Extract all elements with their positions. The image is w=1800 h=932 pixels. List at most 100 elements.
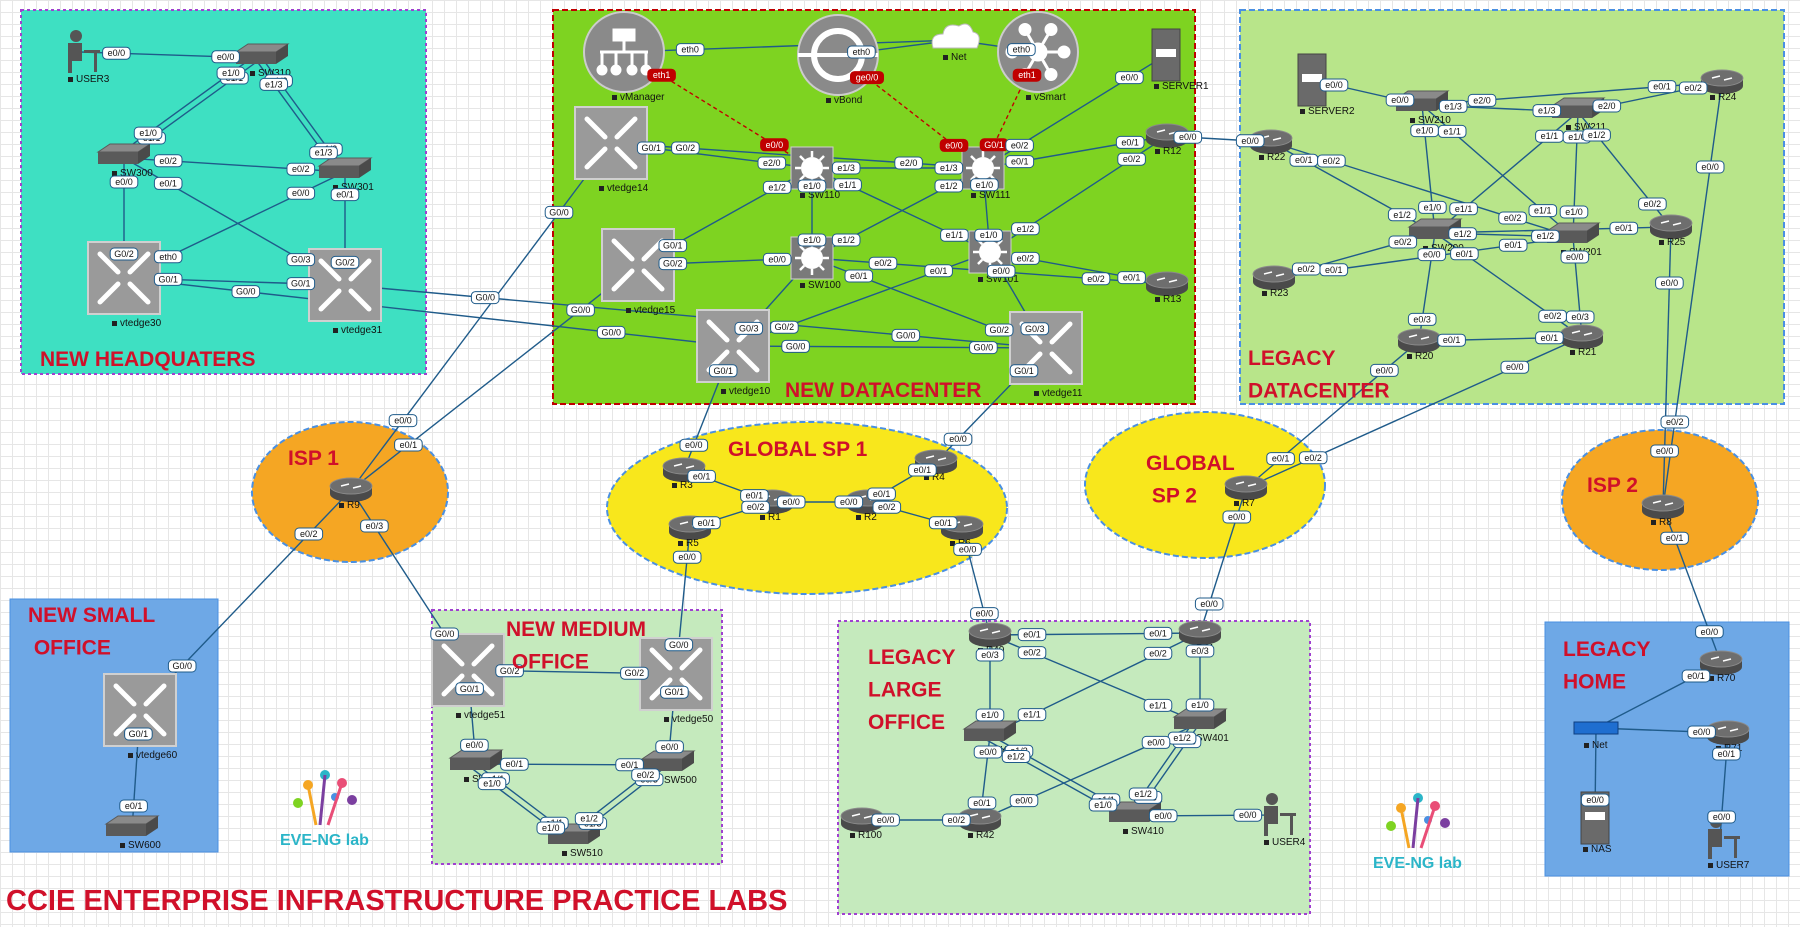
svg-text:e1/0: e1/0	[483, 779, 501, 789]
port-label: e0/0	[1417, 248, 1447, 262]
vedge-vtedge51[interactable]: vtedge51	[431, 633, 506, 721]
switch-sw600[interactable]: SW600	[104, 815, 161, 851]
device-label: R2	[856, 512, 877, 523]
port-label: e0/0	[672, 550, 702, 564]
switch-sw310[interactable]: SW310	[234, 43, 291, 79]
port-label: e0/0	[286, 186, 316, 200]
router-r25[interactable]: R25	[1649, 214, 1693, 248]
vedge-arrows-icon	[649, 647, 703, 701]
router-r20[interactable]: R20	[1397, 328, 1441, 362]
port-label: G0/2	[620, 666, 649, 680]
port-label: e0/2	[741, 500, 770, 514]
switch-icon	[104, 815, 160, 836]
port-label: e0/1	[615, 758, 644, 772]
hub-net[interactable]: Net	[1573, 721, 1619, 751]
svg-text:vManager: vManager	[620, 92, 665, 103]
switch-sw300[interactable]: SW300	[96, 143, 153, 179]
zone-title-dc: NEW DATACENTER	[785, 379, 981, 402]
svg-text:R25: R25	[1667, 237, 1686, 248]
router-r21[interactable]: R21	[1560, 324, 1604, 358]
port-label: e0/0	[679, 438, 709, 452]
server-server1[interactable]: SERVER1	[1151, 28, 1209, 92]
router-icon	[1649, 214, 1693, 239]
svg-text:SW210: SW210	[1418, 115, 1451, 126]
svg-text:e0/0: e0/0	[1121, 73, 1139, 83]
switch-sw401[interactable]: SW401	[1172, 708, 1229, 744]
vedge-arrows-icon	[318, 258, 372, 312]
device-label: vtedge14	[599, 183, 649, 194]
router-r8[interactable]: R8	[1641, 494, 1685, 528]
device-label: R7	[1234, 498, 1255, 509]
router-icon	[1145, 271, 1189, 296]
port-label: e1/0	[1185, 698, 1215, 712]
cloud-net[interactable]: Net	[931, 23, 980, 63]
svg-text:e0/2: e0/2	[1644, 199, 1662, 209]
device-label: USER4	[1264, 837, 1306, 848]
svg-text:R7: R7	[1242, 498, 1255, 509]
switch-sw400[interactable]: SW400	[962, 720, 1019, 756]
switch-icon	[1407, 218, 1463, 239]
svg-text:e0/1: e0/1	[1325, 265, 1343, 275]
port-label: G0/3	[1020, 322, 1050, 336]
switch-sw500[interactable]: SW500	[640, 750, 697, 786]
vedge-vtedge60[interactable]: vtedge60	[103, 673, 178, 761]
svg-text:e0/1: e0/1	[1666, 533, 1684, 543]
svg-text:e0/0: e0/0	[945, 140, 963, 150]
svg-text:e0/3: e0/3	[1191, 646, 1209, 656]
router-r9[interactable]: R9	[329, 477, 373, 511]
port-label: e0/2	[1005, 138, 1034, 152]
svg-text:e0/1: e0/1	[850, 271, 868, 281]
port-label: G0/2	[109, 247, 139, 261]
port-label: e0/3	[975, 648, 1005, 662]
svg-text:e1/1: e1/1	[1149, 700, 1167, 710]
port-label: e0/0	[1655, 276, 1684, 290]
user-user4[interactable]: USER4	[1264, 793, 1306, 848]
svg-text:e0/1: e0/1	[934, 518, 952, 528]
svg-text:e1/1: e1/1	[1534, 206, 1552, 216]
svg-text:e1/2: e1/2	[1454, 229, 1472, 239]
svg-text:e0/0: e0/0	[1241, 136, 1259, 146]
svg-text:e0/3: e0/3	[1571, 312, 1589, 322]
svg-text:SW410: SW410	[1131, 826, 1164, 837]
port-label: e1/0	[1559, 205, 1589, 219]
switch-sw301[interactable]: SW301	[317, 157, 374, 193]
router-r23[interactable]: R23	[1252, 265, 1296, 299]
device-label: R13	[1155, 294, 1182, 305]
switch-icon	[962, 720, 1018, 741]
device-label: vtedge30	[112, 318, 162, 329]
port-label: G0/1	[455, 682, 484, 696]
vedge-vtedge50[interactable]: vtedge50	[639, 637, 714, 725]
router-r13[interactable]: R13	[1145, 271, 1189, 305]
device-label: R100	[850, 830, 882, 841]
port-label: e0/1	[394, 438, 423, 452]
svg-text:e0/0: e0/0	[108, 48, 126, 58]
router-r24[interactable]: R24	[1700, 69, 1744, 103]
port-label: e0/2	[1538, 309, 1567, 323]
svg-text:e0/2: e0/2	[1304, 453, 1322, 463]
svg-text:e0/0: e0/0	[1701, 627, 1719, 637]
device-label: SERVER2	[1300, 106, 1355, 117]
port-label: e0/0	[939, 138, 969, 152]
server-server2[interactable]: SERVER2	[1297, 53, 1355, 117]
link-r9-vtedge15	[350, 264, 639, 491]
port-label: e0/2	[1660, 415, 1690, 429]
l3switch-sw100[interactable]: SW100	[790, 236, 841, 291]
svg-text:G0/2: G0/2	[500, 666, 520, 676]
svg-text:SERVER2: SERVER2	[1308, 106, 1355, 117]
router-icon	[1252, 265, 1296, 290]
svg-text:R20: R20	[1415, 351, 1434, 362]
port-label: G0/1	[1009, 364, 1039, 378]
svg-text:e0/2: e0/2	[1323, 156, 1341, 166]
svg-text:e0/0: e0/0	[976, 609, 994, 619]
port-label: G0/2	[770, 320, 799, 334]
router-r70[interactable]: R70	[1699, 650, 1743, 684]
zones	[9, 9, 1790, 915]
svg-text:e0/2: e0/2	[292, 164, 310, 174]
vmanage-vmanager[interactable]: vManager	[583, 11, 665, 103]
link-vtedge30-vtedge10	[123, 277, 734, 347]
svg-text:vtedge31: vtedge31	[341, 325, 383, 336]
link-r9-vtedge14	[350, 142, 612, 491]
router-r7[interactable]: R7	[1224, 475, 1268, 509]
port-label: eth0	[1007, 43, 1036, 57]
user-user3[interactable]: USER3	[68, 30, 110, 85]
